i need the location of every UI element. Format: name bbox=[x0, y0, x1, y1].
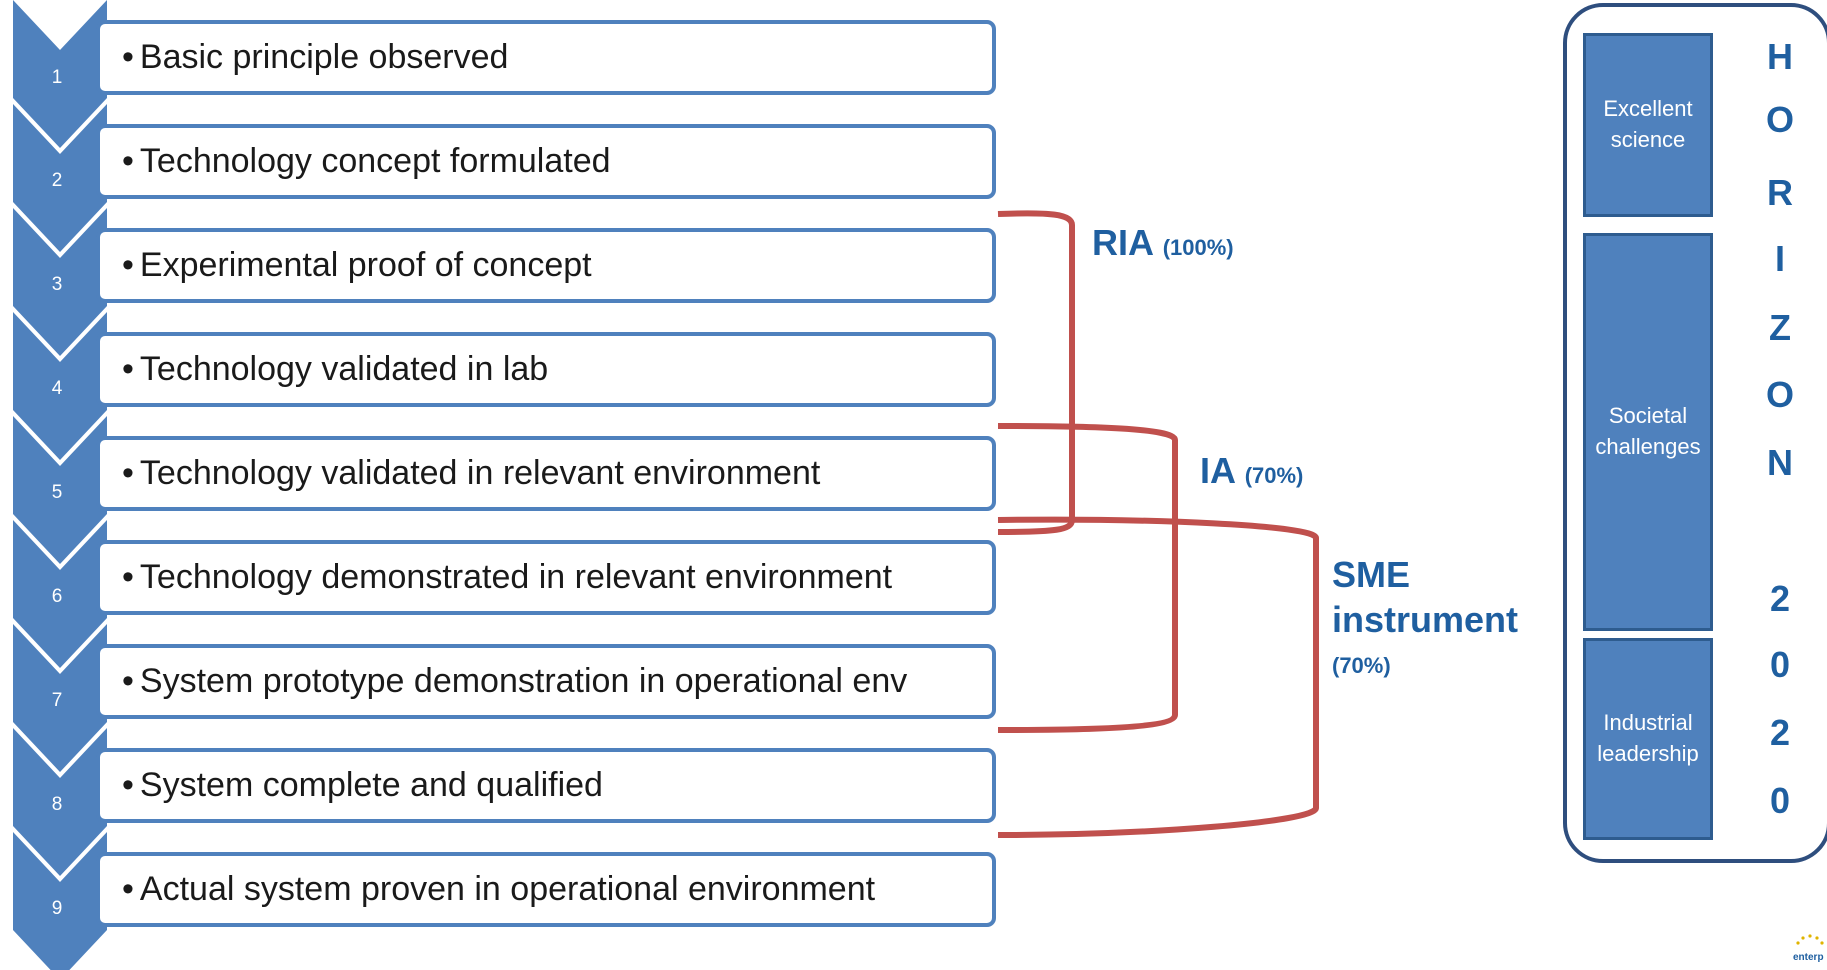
step-label: Actual system proven in operational envi… bbox=[139, 870, 876, 908]
bullet-icon: • bbox=[122, 142, 134, 180]
chevron-step-2 bbox=[13, 104, 107, 252]
chevron-step-7 bbox=[13, 624, 107, 772]
horizon-digit-0: 0 bbox=[1769, 644, 1791, 685]
bullet-icon: • bbox=[122, 870, 134, 908]
step-label: System complete and qualified bbox=[139, 766, 603, 804]
ia-percent: (70%) bbox=[1244, 463, 1304, 488]
trl-step-1: •Basic principle observed bbox=[96, 20, 996, 95]
chevron-step-6 bbox=[13, 520, 107, 668]
horizon-letter-z: Z bbox=[1769, 307, 1791, 348]
bullet-icon: • bbox=[122, 454, 134, 492]
chevron-step-1 bbox=[13, 0, 107, 148]
horizon-letter-o: O bbox=[1765, 99, 1794, 140]
ia-name: IA bbox=[1200, 450, 1235, 491]
trl-step-6: •Technology demonstrated in relevant env… bbox=[96, 540, 996, 615]
bullet-icon: • bbox=[122, 350, 134, 388]
chevron-step-8 bbox=[13, 728, 107, 876]
trl-step-7: •System prototype demonstration in opera… bbox=[96, 644, 996, 719]
ria-name: RIA bbox=[1092, 222, 1153, 263]
trl-step-3: •Experimental proof of concept bbox=[96, 228, 996, 303]
step-label: Technology demonstrated in relevant envi… bbox=[139, 558, 893, 596]
step-label: Basic principle observed bbox=[139, 38, 509, 76]
pillar-societal-challenges: Societal challenges bbox=[1583, 233, 1713, 631]
bullet-icon: • bbox=[122, 38, 134, 76]
bullet-icon: • bbox=[122, 246, 134, 284]
horizon-letter-h: H bbox=[1767, 36, 1793, 77]
step-label: Technology concept formulated bbox=[139, 142, 611, 180]
sme-name-line1: SME bbox=[1332, 554, 1411, 595]
trl-step-9: •Actual system proven in operational env… bbox=[96, 852, 996, 927]
horizon-letter-n: N bbox=[1767, 442, 1793, 483]
chevron-step-3 bbox=[13, 208, 107, 356]
step-number-6: 6 bbox=[51, 586, 63, 607]
ria-label: RIA (100%) bbox=[1092, 222, 1234, 264]
pillar-excellent-science: Excellent science bbox=[1583, 33, 1713, 217]
svg-text:enterp: enterp bbox=[1793, 952, 1824, 963]
sme-name-line2: instrument bbox=[1332, 599, 1519, 640]
step-number-3: 3 bbox=[51, 274, 63, 295]
step-number-2: 2 bbox=[51, 170, 63, 191]
chevron-step-5 bbox=[13, 416, 107, 564]
step-number-8: 8 bbox=[51, 794, 63, 815]
bullet-icon: • bbox=[122, 766, 134, 804]
trl-step-2: •Technology concept formulated bbox=[96, 124, 996, 199]
step-label: Experimental proof of concept bbox=[139, 246, 592, 284]
horizon-letter-r: R bbox=[1767, 172, 1793, 213]
sme-label: SME instrument (70%) bbox=[1332, 552, 1518, 680]
trl-step-4: •Technology validated in lab bbox=[96, 332, 996, 407]
chevron-step-9 bbox=[13, 832, 107, 970]
horizon-digit-0b: 0 bbox=[1769, 780, 1791, 821]
step-label: System prototype demonstration in operat… bbox=[139, 662, 908, 700]
bullet-icon: • bbox=[122, 558, 134, 596]
trl-step-8: •System complete and qualified bbox=[96, 748, 996, 823]
step-number-5: 5 bbox=[51, 482, 63, 503]
step-number-4: 4 bbox=[51, 378, 63, 399]
horizon-letter-i: I bbox=[1774, 238, 1785, 279]
step-label: Technology validated in relevant environ… bbox=[139, 454, 821, 492]
horizon-digit-2b: 2 bbox=[1769, 712, 1791, 753]
step-number-9: 9 bbox=[51, 898, 63, 919]
horizon-digit-2: 2 bbox=[1769, 578, 1791, 619]
chevron-step-4 bbox=[13, 312, 107, 460]
step-label: Technology validated in lab bbox=[139, 350, 549, 388]
ria-percent: (100%) bbox=[1162, 235, 1234, 260]
step-number-1: 1 bbox=[51, 67, 63, 88]
horizon-2020-frame bbox=[1563, 3, 1827, 863]
bullet-icon: • bbox=[122, 662, 134, 700]
step-number-7: 7 bbox=[51, 690, 63, 711]
pillar-industrial-leadership: Industrial leadership bbox=[1583, 638, 1713, 840]
sme-percent: (70%) bbox=[1332, 653, 1391, 678]
trl-step-5: •Technology validated in relevant enviro… bbox=[96, 436, 996, 511]
horizon-letter-o2: O bbox=[1765, 374, 1794, 415]
eu-enterprise-logo-icon: enterp bbox=[1793, 934, 1824, 963]
ia-label: IA (70%) bbox=[1200, 450, 1303, 492]
